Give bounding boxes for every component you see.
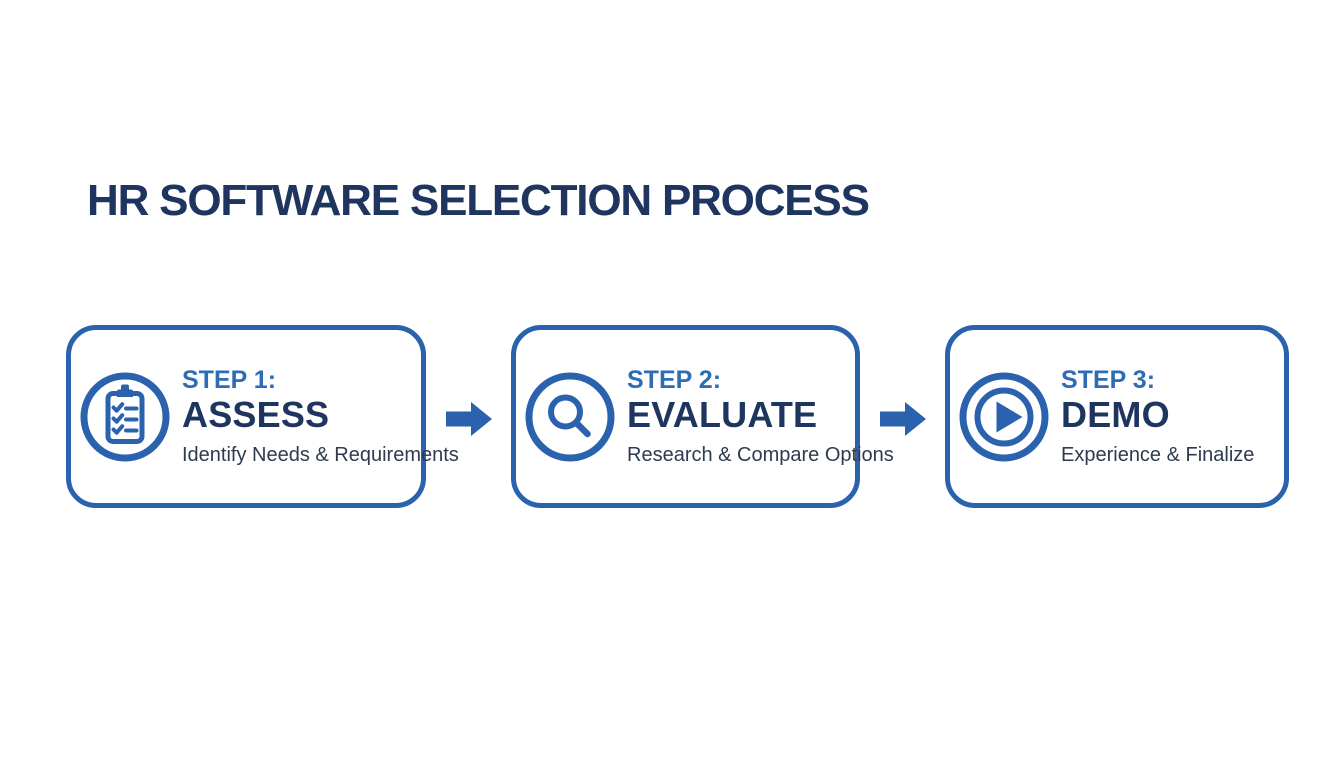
step-card-assess: STEP 1: ASSESS Identify Needs & Requirem… bbox=[66, 325, 459, 508]
step-description: Experience & Finalize bbox=[1061, 444, 1255, 467]
step-text-block: STEP 2: EVALUATE Research & Compare Opti… bbox=[627, 365, 894, 467]
step-text-block: STEP 1: ASSESS Identify Needs & Requirem… bbox=[182, 365, 459, 467]
step-label: STEP 1: bbox=[182, 365, 277, 394]
play-icon bbox=[959, 372, 1049, 462]
step-label: STEP 2: bbox=[627, 365, 722, 394]
step-card-demo: STEP 3: DEMO Experience & Finalize bbox=[945, 325, 1289, 508]
page-title: HR SOFTWARE SELECTION PROCESS bbox=[87, 176, 870, 225]
step-text-block: STEP 3: DEMO Experience & Finalize bbox=[1061, 365, 1255, 467]
connector-2 bbox=[860, 398, 945, 436]
connector-1 bbox=[426, 398, 511, 436]
right-arrow-icon bbox=[445, 398, 492, 436]
right-arrow-icon bbox=[879, 398, 926, 436]
step-description: Research & Compare Options bbox=[627, 444, 894, 467]
step-label: STEP 3: bbox=[1061, 365, 1156, 394]
step-name: EVALUATE bbox=[627, 394, 818, 436]
step-description: Identify Needs & Requirements bbox=[182, 444, 459, 467]
search-icon bbox=[525, 372, 615, 462]
step-card-evaluate: STEP 2: EVALUATE Research & Compare Opti… bbox=[511, 325, 894, 508]
process-flow: STEP 1: ASSESS Identify Needs & Requirem… bbox=[66, 325, 1289, 508]
step-name: ASSESS bbox=[182, 394, 330, 436]
clipboard-checklist-icon bbox=[80, 372, 170, 462]
step-name: DEMO bbox=[1061, 394, 1170, 436]
